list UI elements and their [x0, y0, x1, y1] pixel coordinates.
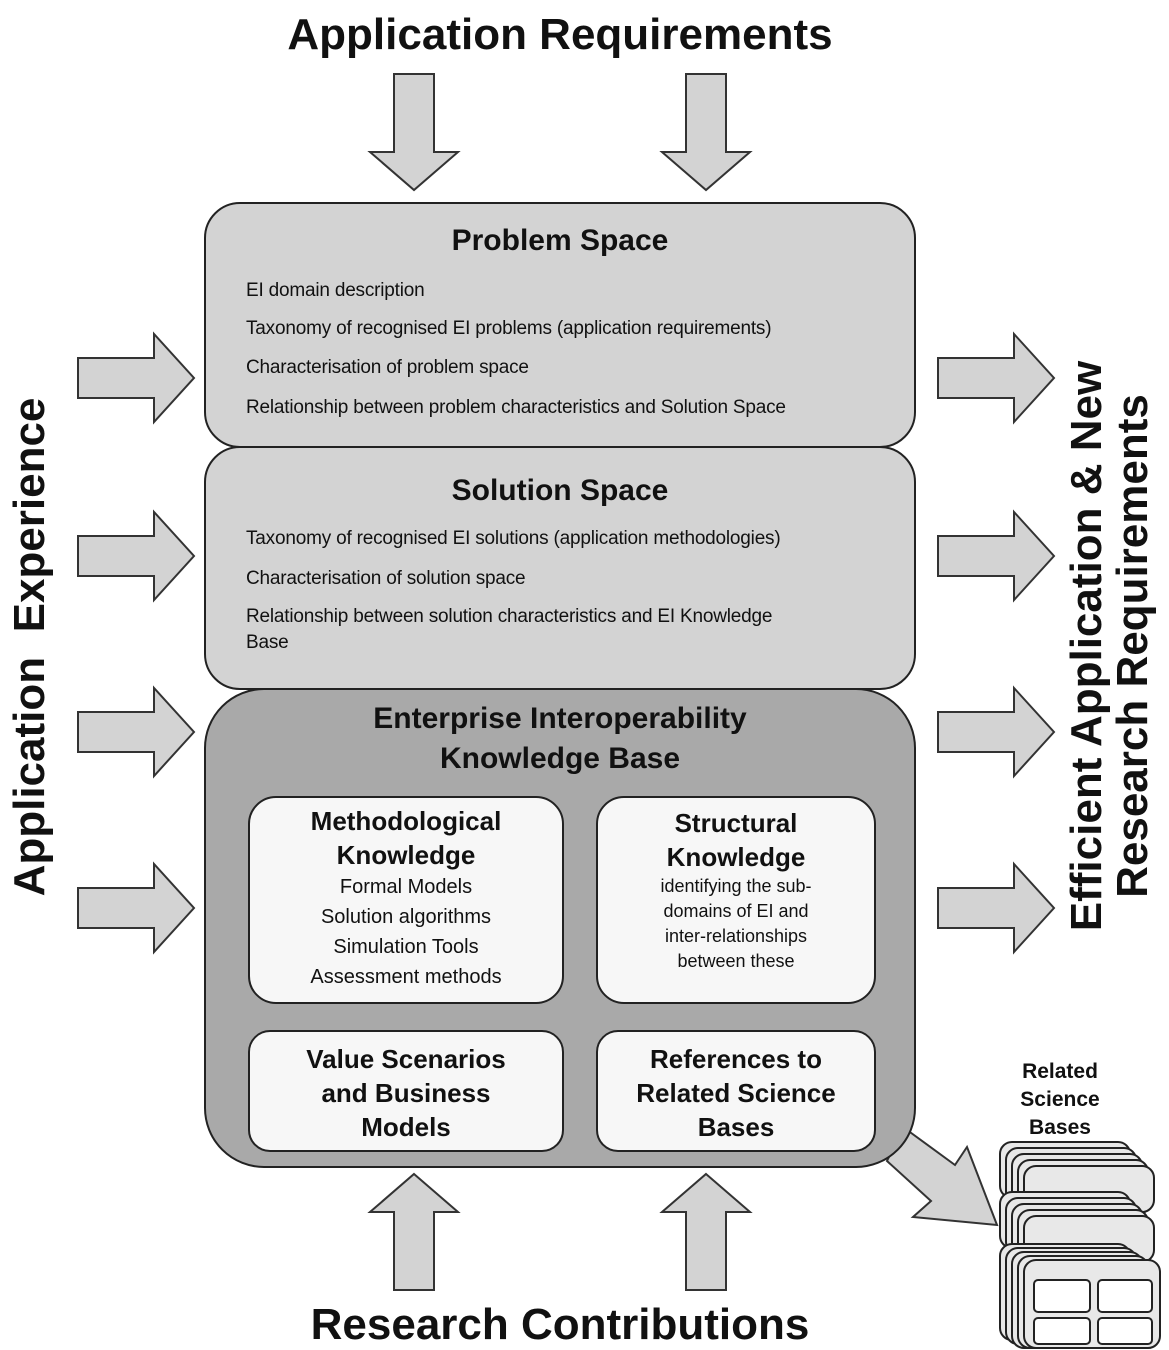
left-in-arrow-2: [77, 509, 196, 603]
structural-desc-line: between these: [677, 951, 795, 971]
methodological-item: Solution algorithms: [320, 906, 492, 928]
problem-item: Relationship between problem characteris…: [246, 397, 786, 418]
top-title: Application Requirements: [287, 10, 833, 59]
left-label-word1: Application: [5, 656, 54, 897]
methodological-knowledge-box: Methodological Knowledge Formal Models S…: [248, 796, 564, 1004]
structural-desc-line: inter-relationships: [664, 926, 808, 946]
methodological-item: Simulation Tools: [333, 936, 479, 958]
solution-space-title: Solution Space: [451, 474, 669, 507]
references-line: Bases: [697, 1112, 775, 1142]
right-label-line2: Research Requirements: [1108, 394, 1157, 898]
value-scenarios-box: Value Scenarios and Business Models: [248, 1030, 564, 1152]
left-side-label: Application Experience: [5, 367, 55, 927]
structural-title-line2: Knowledge: [666, 842, 806, 872]
related-bases-line: Related: [1022, 1060, 1098, 1083]
solution-item: Relationship between solution characteri…: [246, 606, 773, 627]
left-in-arrow-3: [77, 685, 196, 779]
value-scenarios-line: Models: [361, 1112, 451, 1142]
right-label-line1: Efficient Application & New: [1062, 360, 1111, 932]
related-bases-line: Science: [1020, 1088, 1100, 1111]
references-line: Related Science: [636, 1078, 836, 1108]
knowledge-base-box: Enterprise Interoperability Knowledge Ba…: [204, 688, 916, 1168]
left-label-gap: [5, 632, 54, 656]
down-arrow-left: [367, 73, 461, 192]
value-scenarios-line: and Business: [321, 1078, 491, 1108]
solution-item: Taxonomy of recognised EI solutions (app…: [246, 528, 781, 549]
methodological-item: Assessment methods: [310, 966, 502, 988]
references-box: References to Related Science Bases: [596, 1030, 876, 1152]
solution-item: Characterisation of solution space: [246, 568, 526, 589]
up-arrow-right: [659, 1172, 753, 1291]
down-arrow-right: [659, 73, 753, 192]
right-side-label: Efficient Application & New Research Req…: [1062, 346, 1157, 946]
problem-space-box: Problem Space EI domain description Taxo…: [204, 202, 916, 448]
related-science-bases-stack-icon: [999, 1141, 1161, 1349]
methodological-title-line2: Knowledge: [336, 840, 476, 870]
solution-item: Base: [246, 632, 289, 653]
right-out-arrow-1: [937, 331, 1056, 425]
left-label-word2: Experience: [5, 397, 54, 633]
kb-title-line1: Enterprise Interoperability: [373, 702, 747, 735]
left-in-arrow-4: [77, 861, 196, 955]
structural-desc-line: identifying the sub-: [660, 876, 812, 896]
right-out-arrow-2: [937, 509, 1056, 603]
structural-title-line1: Structural: [674, 808, 798, 838]
problem-item: Taxonomy of recognised EI problems (appl…: [246, 318, 772, 339]
references-line: References to: [650, 1044, 822, 1074]
methodological-title-line1: Methodological: [310, 806, 502, 836]
diagonal-arrow-to-bases: [885, 1125, 999, 1227]
problem-item: Characterisation of problem space: [246, 357, 529, 378]
up-arrow-left: [367, 1172, 461, 1291]
bottom-title: Research Contributions: [310, 1300, 810, 1349]
value-scenarios-line: Value Scenarios: [306, 1044, 506, 1074]
kb-title-line2: Knowledge Base: [439, 742, 681, 775]
left-in-arrow-1: [77, 331, 196, 425]
structural-knowledge-box: Structural Knowledge identifying the sub…: [596, 796, 876, 1004]
problem-item: EI domain description: [246, 280, 425, 301]
solution-space-box: Solution Space Taxonomy of recognised EI…: [204, 446, 916, 690]
right-out-arrow-3: [937, 685, 1056, 779]
right-out-arrow-4: [937, 861, 1056, 955]
methodological-item: Formal Models: [339, 876, 473, 898]
problem-space-title: Problem Space: [451, 224, 669, 257]
structural-desc-line: domains of EI and: [663, 901, 809, 921]
related-bases-line: Bases: [1029, 1116, 1091, 1139]
related-bases-label: Related Science Bases: [1010, 1058, 1110, 1142]
